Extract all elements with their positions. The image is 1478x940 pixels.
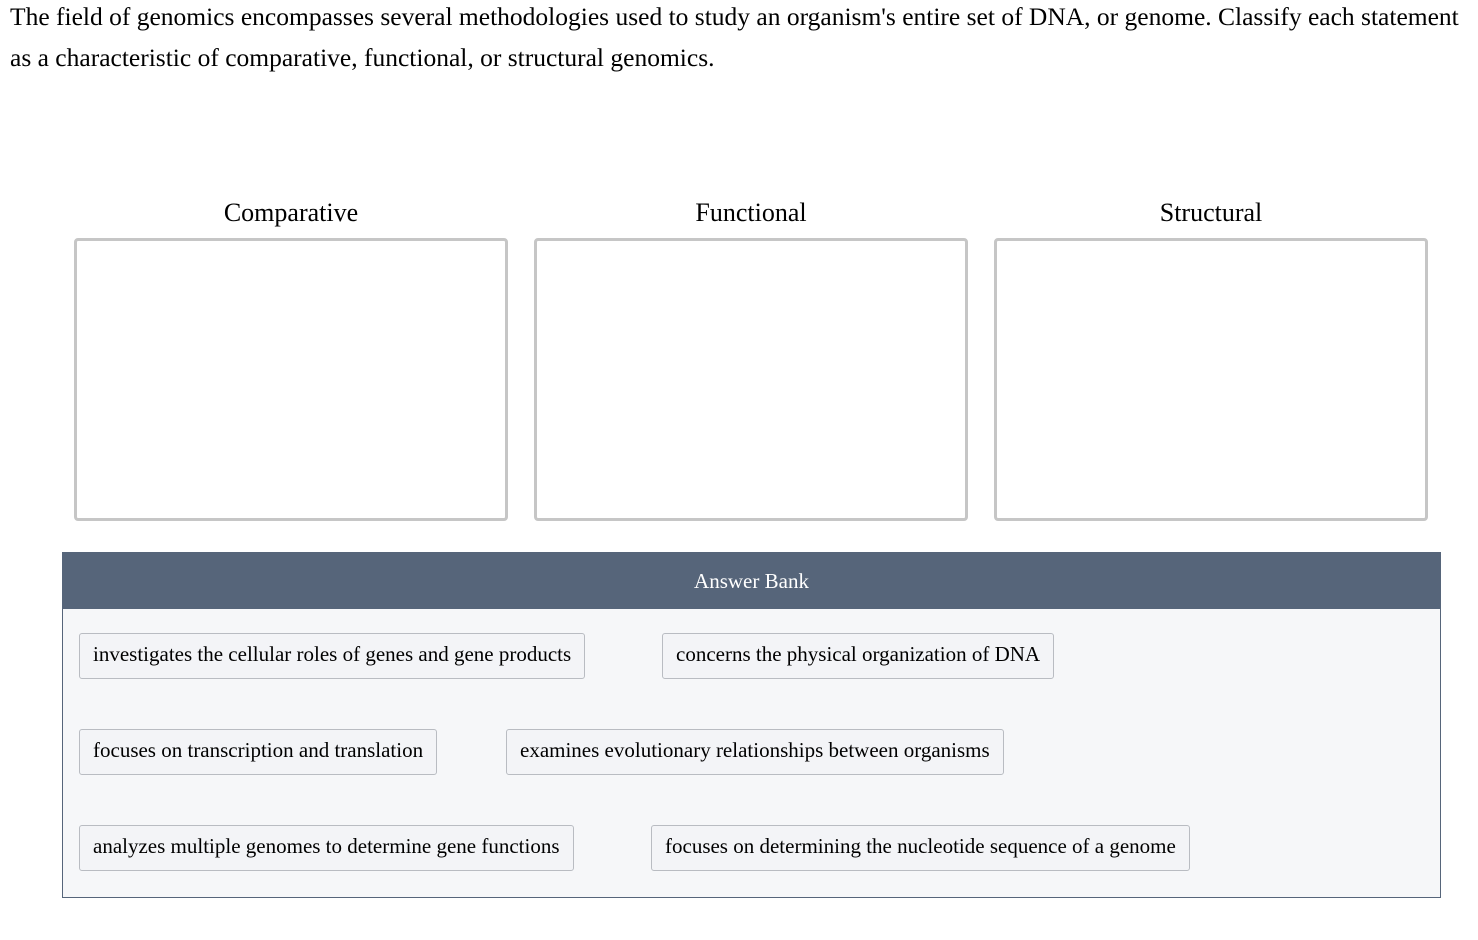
answer-chip[interactable]: concerns the physical organization of DN…	[662, 633, 1055, 679]
category-structural: Structural	[994, 196, 1428, 521]
category-comparative: Comparative	[74, 196, 508, 521]
question-prompt: The field of genomics encompasses severa…	[10, 2, 1459, 72]
answer-chip[interactable]: analyzes multiple genomes to determine g…	[79, 825, 574, 871]
category-title-functional: Functional	[695, 198, 807, 227]
answer-chip[interactable]: examines evolutionary relationships betw…	[506, 729, 1004, 775]
answer-chip[interactable]: focuses on transcription and translation	[79, 729, 438, 775]
dropzone-comparative[interactable]	[74, 238, 508, 521]
answer-bank: Answer Bank investigates the cellular ro…	[62, 552, 1441, 898]
answer-bank-title: Answer Bank	[63, 553, 1440, 609]
category-functional: Functional	[534, 196, 968, 521]
answer-chip[interactable]: focuses on determining the nucleotide se…	[651, 825, 1190, 871]
answer-chip[interactable]: investigates the cellular roles of genes…	[79, 633, 586, 679]
category-title-comparative: Comparative	[223, 198, 359, 227]
dropzone-functional[interactable]	[534, 238, 968, 521]
dropzone-structural[interactable]	[994, 238, 1428, 521]
category-title-structural: Structural	[1159, 198, 1263, 227]
